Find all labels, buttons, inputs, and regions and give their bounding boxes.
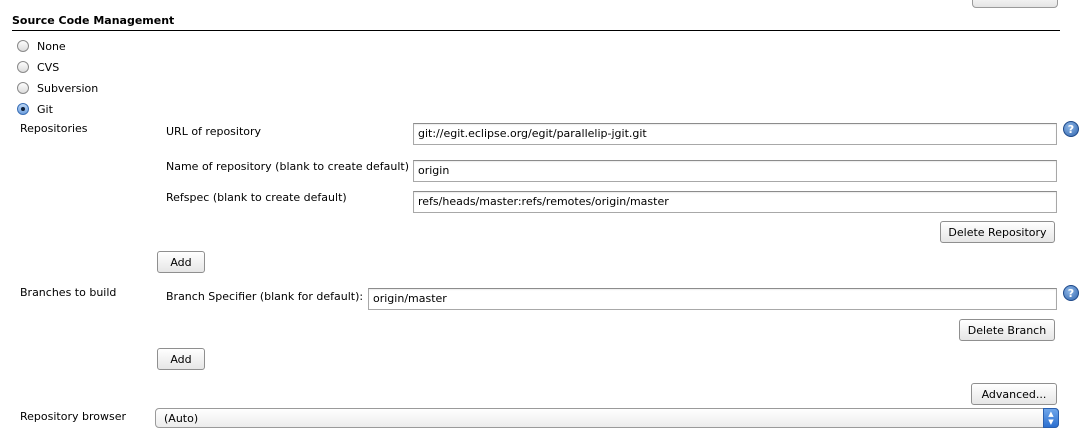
- repository-browser-label: Repository browser: [20, 410, 126, 423]
- scm-option-label: None: [37, 39, 66, 53]
- url-of-repository-input[interactable]: git://egit.eclipse.org/egit/parallelip-j…: [413, 123, 1057, 145]
- scm-option-label: Git: [37, 102, 53, 116]
- add-repository-button[interactable]: Add: [157, 251, 205, 273]
- section-divider: [12, 30, 1060, 31]
- repository-browser-selected: (Auto): [164, 412, 199, 425]
- add-branch-button[interactable]: Add: [157, 348, 205, 370]
- refspec-input[interactable]: refs/heads/master:refs/remotes/origin/ma…: [413, 191, 1057, 213]
- branch-specifier-label: Branch Specifier (blank for default):: [166, 290, 364, 303]
- delete-branch-button[interactable]: Delete Branch: [959, 319, 1055, 341]
- url-of-repository-label: URL of repository: [166, 125, 262, 138]
- radio-button[interactable]: [17, 82, 29, 94]
- refspec-label: Refspec (blank to create default): [166, 191, 347, 204]
- branch-specifier-input[interactable]: origin/master: [368, 288, 1057, 310]
- scm-option-cvs[interactable]: CVS: [17, 59, 59, 75]
- radio-button[interactable]: [17, 61, 29, 73]
- top-clipped-button[interactable]: [972, 0, 1058, 8]
- name-of-repository-label: Name of repository (blank to create defa…: [166, 160, 410, 173]
- repository-browser-select[interactable]: (Auto) ▲▼: [155, 408, 1059, 428]
- scm-option-label: CVS: [37, 60, 60, 74]
- scm-option-git[interactable]: Git: [17, 101, 53, 117]
- scm-option-none[interactable]: None: [17, 38, 66, 54]
- section-title: Source Code Management: [12, 14, 175, 27]
- radio-button[interactable]: [17, 103, 29, 115]
- name-of-repository-input[interactable]: origin: [413, 160, 1057, 182]
- branches-to-build-label: Branches to build: [20, 286, 117, 299]
- radio-button[interactable]: [17, 40, 29, 52]
- advanced-button[interactable]: Advanced...: [971, 383, 1057, 405]
- help-icon[interactable]: ?: [1063, 121, 1079, 137]
- repositories-label: Repositories: [20, 122, 88, 135]
- help-icon[interactable]: ?: [1063, 285, 1079, 301]
- chevron-updown-icon[interactable]: ▲▼: [1043, 408, 1059, 428]
- delete-repository-button[interactable]: Delete Repository: [940, 221, 1055, 243]
- scm-option-label: Subversion: [37, 81, 99, 95]
- scm-option-subversion[interactable]: Subversion: [17, 80, 98, 96]
